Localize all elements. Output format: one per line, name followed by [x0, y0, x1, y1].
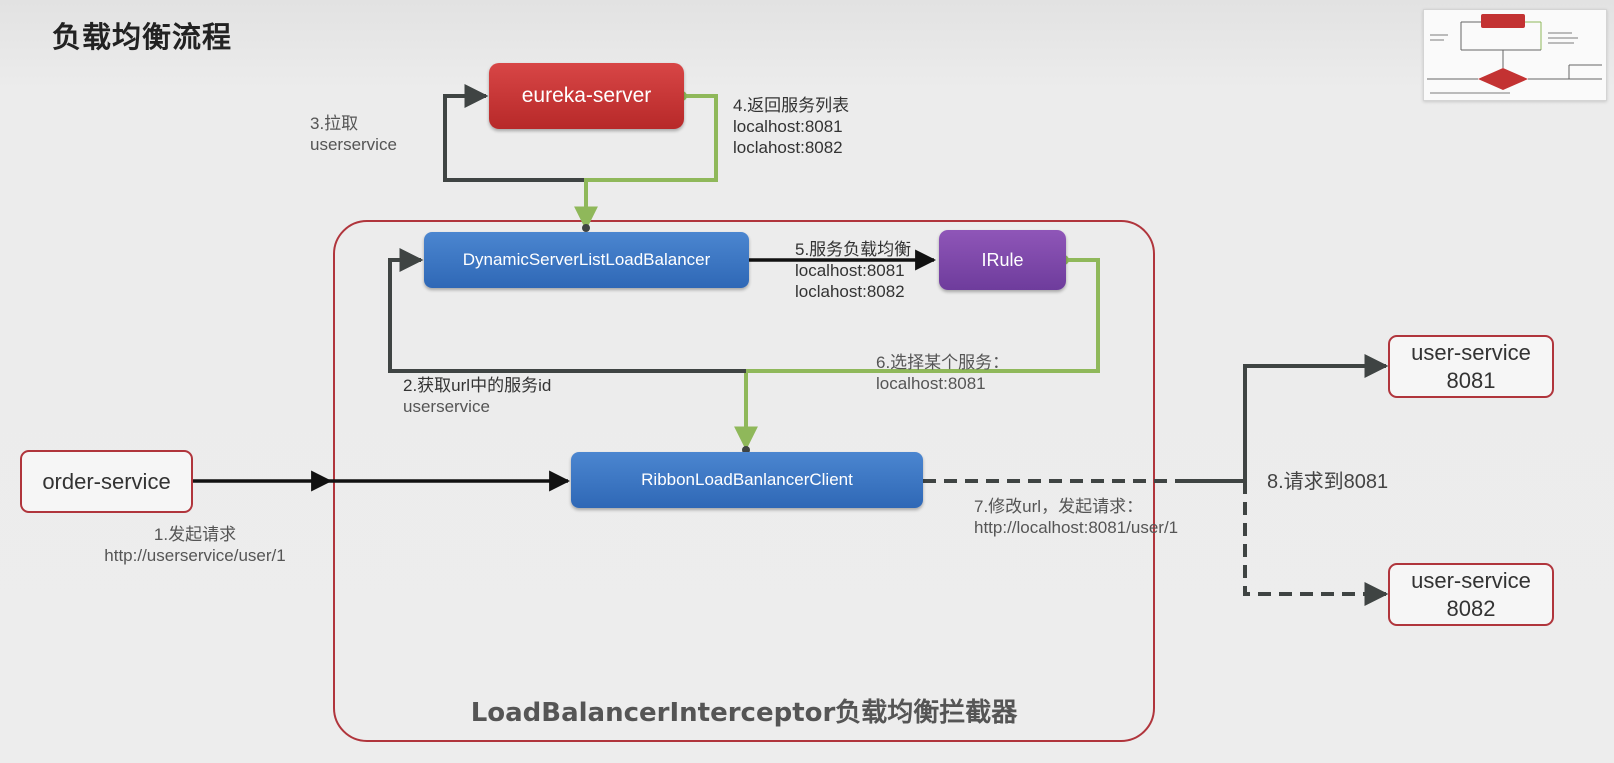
- user-service-8081-name: user-service: [1411, 340, 1531, 365]
- step5-label: 5.服务负载均衡 localhost:8081 loclahost:8082: [795, 239, 911, 302]
- step4-title: 4.返回服务列表: [733, 96, 850, 115]
- thumbnail-preview: [1423, 9, 1607, 101]
- step6-title: 6.选择某个服务：: [876, 353, 1010, 372]
- user-service-8082-node: user-service 8082: [1388, 563, 1554, 626]
- pull-arrow: [443, 84, 586, 182]
- step5-line-2: loclahost:8082: [795, 282, 905, 301]
- step7-title: 7.修改url，发起请求：: [974, 497, 1144, 516]
- interceptor-label: LoadBalancerInterceptor负载均衡拦截器: [470, 698, 1018, 728]
- dynamic-server-list-load-balancer-node: DynamicServerListLoadBalancer: [424, 232, 749, 288]
- user-service-8082-port: 8082: [1446, 595, 1496, 621]
- step1-detail: http://userservice/user/1: [104, 546, 286, 565]
- step4-line-2: loclahost:8082: [733, 138, 843, 157]
- dslb-anchor-dot: [582, 224, 590, 232]
- step2-detail: userservice: [403, 397, 490, 416]
- step4-label: 4.返回服务列表 localhost:8081 loclahost:8082: [733, 95, 849, 158]
- user-service-8082-name: user-service: [1411, 568, 1531, 593]
- step8-label: 8.请求到8081: [1267, 471, 1389, 493]
- step3-detail: userservice: [310, 135, 397, 154]
- return-list-arrow: [574, 94, 718, 231]
- step6-label: 6.选择某个服务： localhost:8081: [876, 352, 1009, 394]
- step3-label: 3.拉取 userservice: [310, 113, 397, 155]
- irule-node: IRule: [939, 230, 1066, 290]
- ribbon-load-balancer-client-node: RibbonLoadBanlancerClient: [571, 452, 923, 508]
- choose-service-arrow: [734, 258, 1100, 451]
- step4-line-1: localhost:8081: [733, 117, 843, 136]
- step6-detail: localhost:8081: [876, 374, 986, 393]
- step2-label: 2.获取url中的服务id userservice: [403, 375, 551, 417]
- request-8081-arrow: [1178, 354, 1389, 483]
- step2-title: 2.获取url中的服务id: [403, 376, 552, 395]
- step5-line-1: localhost:8081: [795, 261, 905, 280]
- request-8082-arrow: [1243, 481, 1389, 606]
- step7-label: 7.修改url，发起请求： http://localhost:8081/user…: [974, 496, 1178, 538]
- order-service-node: order-service: [20, 450, 193, 513]
- user-service-8081-node: user-service 8081: [1388, 335, 1554, 398]
- step3-title: 3.拉取: [310, 114, 359, 133]
- step1-title: 1.发起请求: [153, 525, 237, 544]
- step5-title: 5.服务负载均衡: [795, 240, 912, 259]
- user-service-8081-port: 8081: [1446, 367, 1496, 393]
- get-service-id-arrow: [388, 248, 746, 373]
- step7-detail: http://localhost:8081/user/1: [974, 518, 1179, 537]
- eureka-server-node: eureka-server: [489, 63, 684, 129]
- step1-label: 1.发起请求 http://userservice/user/1: [80, 524, 310, 566]
- page-title: 负载均衡流程: [52, 20, 233, 54]
- thumbnail-diagram-icon: [1427, 14, 1602, 94]
